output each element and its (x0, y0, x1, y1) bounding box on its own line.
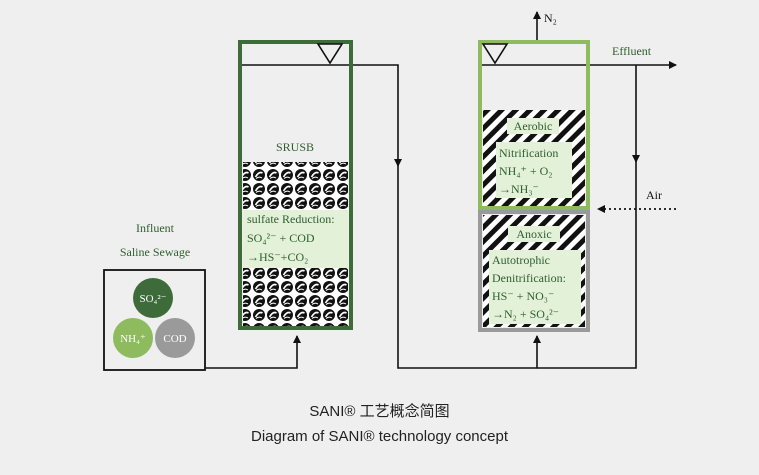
anoxic-reaction-box (489, 250, 581, 324)
anoxic-label: Anoxic (516, 227, 551, 241)
aerobic-column (478, 40, 590, 210)
so4-text: SO₄²⁻ (139, 293, 166, 305)
flow-lines (205, 11, 677, 369)
aerobic-water-level-icon (481, 43, 509, 65)
aerobic-reaction-box (496, 142, 572, 198)
srusb-downcomer-line (397, 160, 541, 369)
aerobic-label-box (507, 118, 559, 134)
caption-english: Diagram of SANI® technology concept (250, 428, 508, 445)
influent-label: Influent (136, 221, 175, 235)
nh4-circle (113, 318, 153, 358)
srusb-granule-top (243, 162, 348, 210)
srusb-column (238, 40, 353, 330)
saline-sewage-label: Saline Sewage (120, 245, 190, 259)
anoxic-line-3: HS⁻ + NO₃⁻ (492, 289, 554, 303)
srusb-title: SRUSB (276, 140, 314, 154)
anoxic-column (478, 210, 590, 332)
influent-to-srusb-line (205, 335, 301, 369)
anoxic-line-1: Autotrophic (492, 253, 550, 267)
aerobic-line-2: NH₄⁺ + O₂ (499, 164, 552, 178)
srusb-line-3: →HS⁻+CO₂ (247, 250, 308, 264)
influent-box (103, 269, 206, 371)
air-label: Air (646, 188, 662, 202)
aerobic-line-3: →NH₃⁻ (499, 182, 539, 196)
aerobic-line-1: Nitrification (499, 146, 558, 160)
srusb-water-level-icon (316, 43, 344, 65)
srusb-line-2: SO₄²⁻ + COD (247, 231, 315, 245)
anoxic-label-box (508, 226, 560, 242)
recycle-line-bottom (537, 160, 637, 369)
n2-label: N₂ (544, 11, 557, 25)
srusb-granule-bottom (243, 268, 348, 326)
cod-circle (155, 318, 195, 358)
caption-chinese: SANI® 工艺概念简图 (309, 403, 450, 420)
nh4-text: NH₄⁺ (120, 333, 146, 345)
anoxic-line-4: →N₂ + SO₄²⁻ (492, 307, 559, 321)
srusb-reaction-box (243, 210, 348, 268)
aerobic-label: Aerobic (514, 119, 553, 133)
effluent-label: Effluent (612, 44, 652, 58)
cod-text: COD (163, 333, 186, 345)
so4-circle (133, 278, 173, 318)
srusb-overflow-line (240, 64, 402, 167)
anoxic-line-2: Denitrification: (492, 271, 566, 285)
srusb-line-1: sulfate Reduction: (247, 212, 335, 226)
